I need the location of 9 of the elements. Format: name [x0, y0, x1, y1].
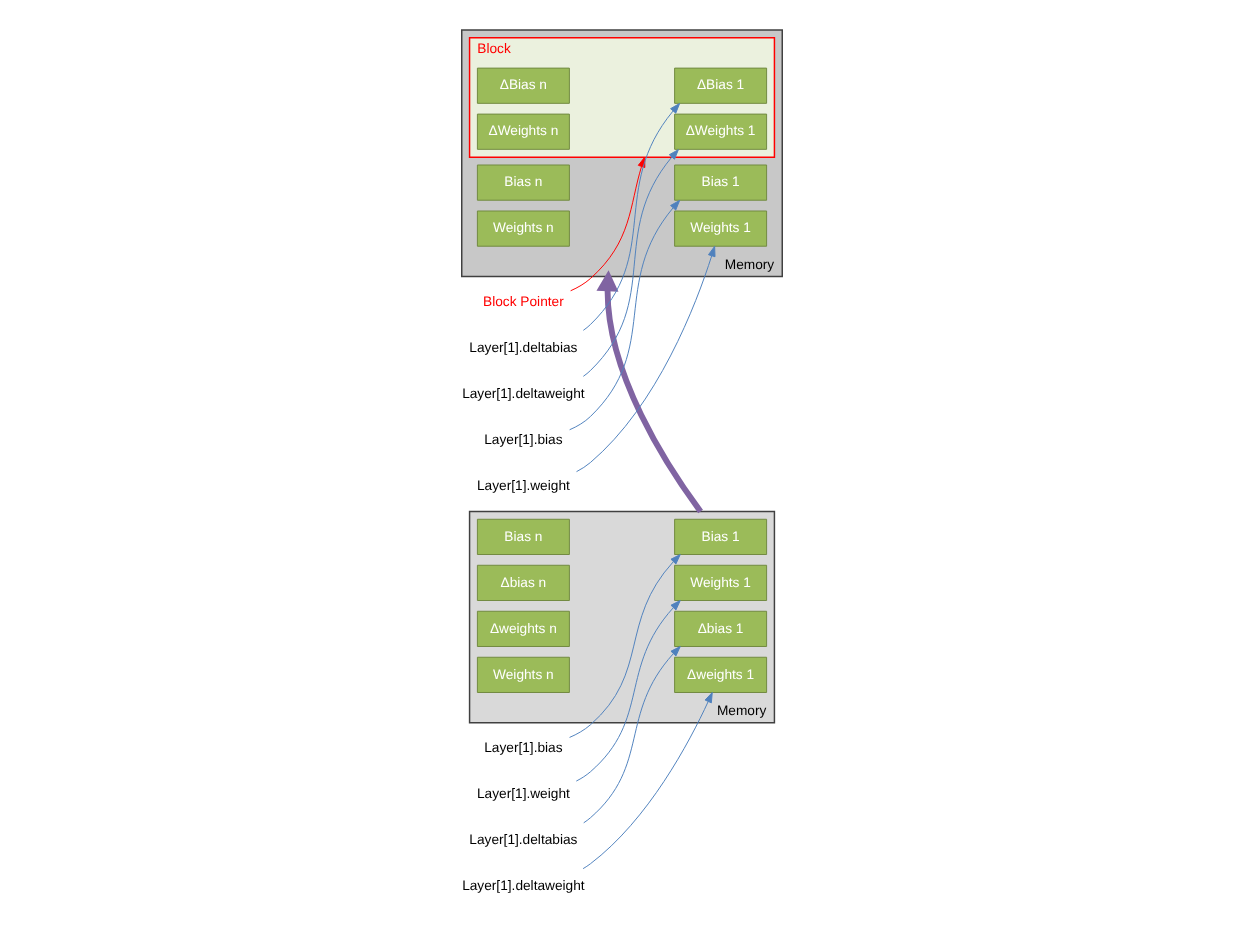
arrow [568, 554, 680, 738]
arrow [581, 692, 712, 870]
arrow [581, 103, 680, 331]
arrow [574, 600, 680, 782]
arrow [581, 149, 678, 377]
arrow [575, 245, 715, 473]
arrow [568, 199, 680, 431]
arrow [595, 270, 702, 514]
arrow [582, 646, 680, 824]
